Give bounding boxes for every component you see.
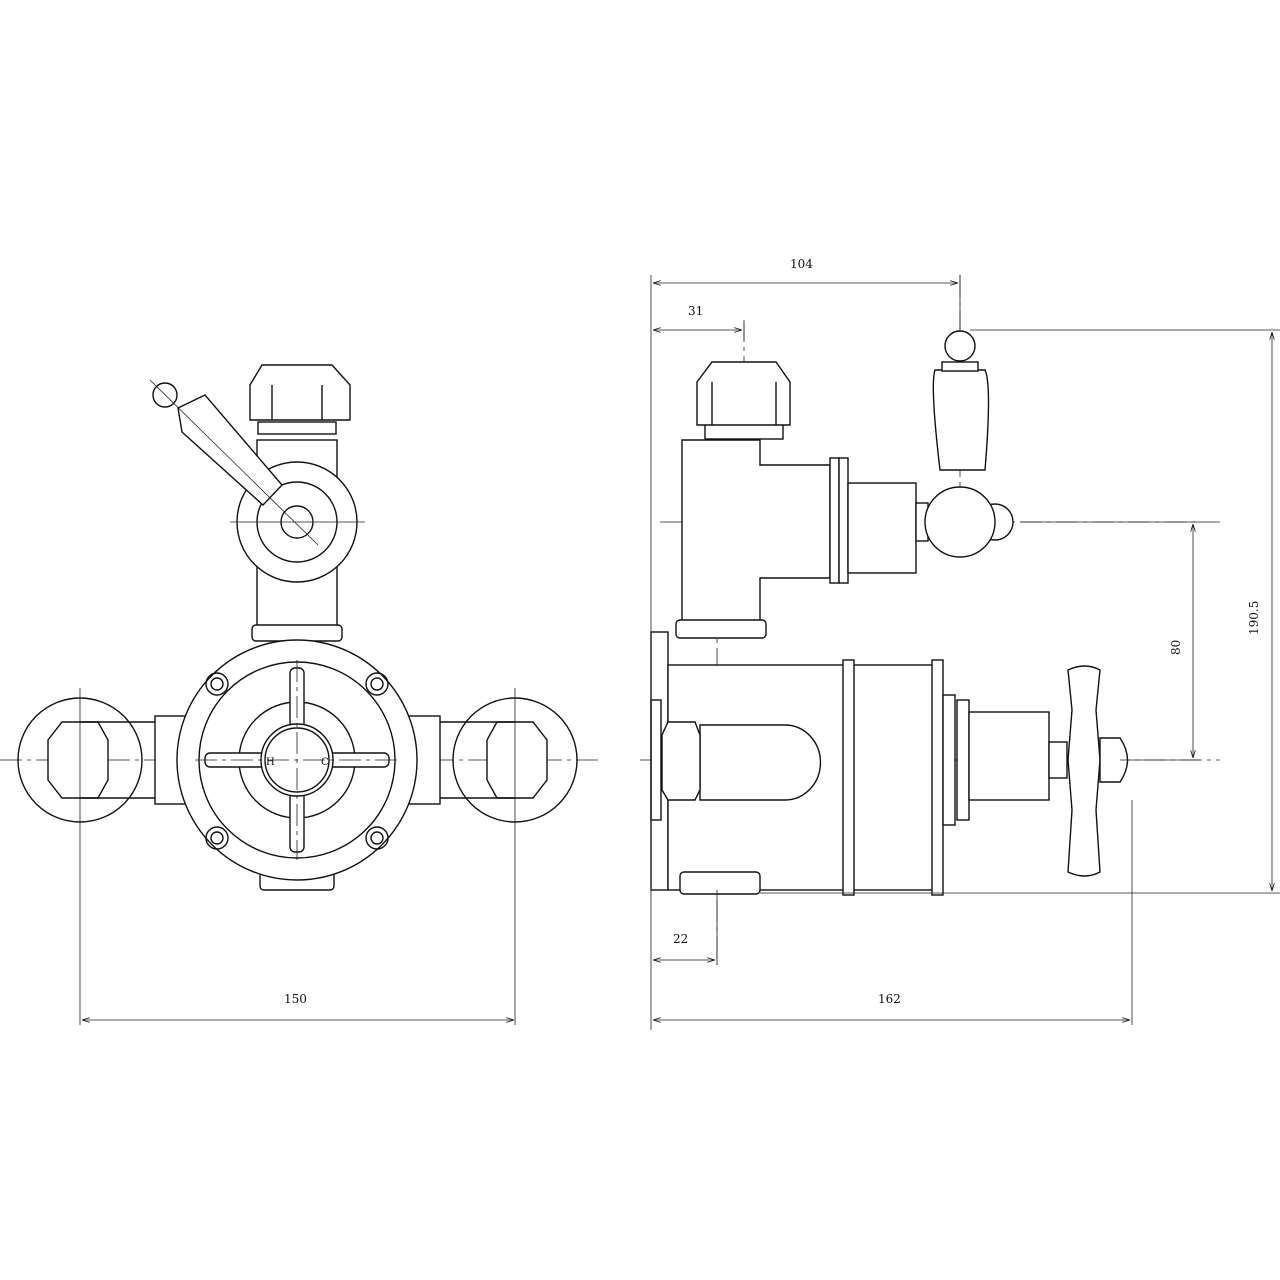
dimension-centres-label: 80 [1169, 640, 1183, 655]
dimension-lever-offset: 104 [653, 257, 958, 283]
flow-lever[interactable] [149, 379, 365, 583]
dimension-height: 190.5 [1247, 332, 1272, 891]
right-supply-elbow [440, 688, 578, 1025]
dimension-centres: 80 [1169, 524, 1193, 758]
side-hex-nut [661, 721, 701, 801]
cold-label: C [321, 757, 329, 768]
top-nut [249, 364, 351, 421]
dimension-nut-offset: 31 [653, 304, 742, 330]
side-view: 104 31 22 162 80 190.5 [640, 257, 1280, 1030]
dimension-depth-label: 162 [878, 992, 901, 1006]
dimension-nut-offset-label: 31 [688, 304, 703, 318]
lower-body [661, 659, 1068, 896]
hot-label: H [266, 757, 275, 768]
temperature-cross-handle[interactable]: H C [195, 660, 400, 860]
side-temperature-handle[interactable] [1067, 665, 1129, 877]
dimension-height-label: 190.5 [1247, 601, 1261, 635]
dimension-width: 150 [82, 992, 514, 1020]
dimension-lever-offset-label: 104 [790, 257, 813, 271]
side-top-nut [696, 361, 791, 426]
left-supply-elbow [17, 688, 160, 1025]
dimension-outlet-offset: 22 [653, 932, 715, 960]
upper-body [675, 361, 929, 639]
dimension-depth: 162 [653, 992, 1130, 1020]
front-view: H C 150 [0, 364, 600, 1025]
dimension-width-label: 150 [284, 992, 307, 1006]
side-flow-lever[interactable] [924, 330, 1014, 558]
dimension-outlet-offset-label: 22 [673, 932, 688, 946]
